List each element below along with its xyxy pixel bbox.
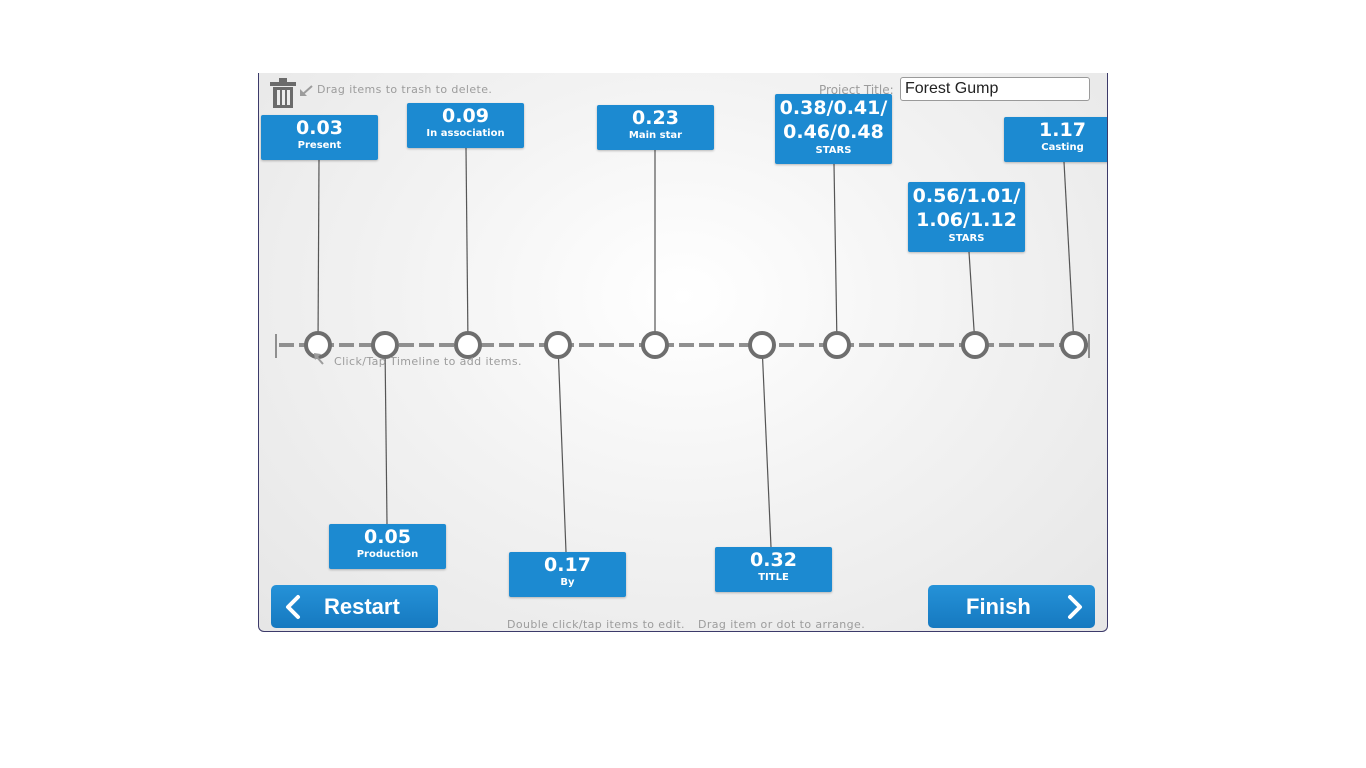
timeline-dot[interactable] [823,331,851,359]
connector-line [557,344,567,553]
connector-line [317,159,320,346]
connector-line [384,344,388,525]
item-label: STARS [815,145,852,156]
arrow-to-timeline-icon [314,353,324,365]
timeline-item-title[interactable]: 0.32 TITLE [715,547,832,592]
trash-icon[interactable] [269,77,297,109]
item-value: 0.03 [296,117,343,139]
item-value: 0.32 [750,549,797,571]
project-title-input[interactable] [900,77,1090,101]
project-title-label: Project Title: [819,83,894,97]
timeline-item-stars-1[interactable]: 0.38/0.41/ 0.46/0.48 STARS [775,94,892,164]
item-label: Present [297,140,342,151]
timeline-dot[interactable] [641,331,669,359]
arrow-to-trash-icon [300,85,313,96]
timeline-canvas [275,147,1090,553]
item-label: By [560,577,575,588]
trash-hint: Drag items to trash to delete. [317,83,493,96]
timeline-item-by[interactable]: 0.17 By [509,552,626,597]
item-value: 0.09 [442,105,489,127]
item-value: 0.05 [364,526,411,548]
item-value: 0.17 [544,554,591,576]
timeline-dot[interactable] [371,331,399,359]
item-value-line2: 1.06/1.12 [916,209,1017,231]
item-label: Main star [628,130,683,141]
item-label: TITLE [758,572,789,583]
timeline-app: Drag items to trash to delete. Project T… [258,73,1108,632]
finish-button[interactable]: Finish [928,585,1095,628]
item-value: 1.17 [1039,119,1086,141]
item-value-line1: 0.38/0.41/ [779,97,888,119]
timeline-item-present[interactable]: 0.03 Present [261,115,378,160]
item-label: Production [356,549,419,560]
timeline-item-in-association[interactable]: 0.09 In association [407,103,524,148]
edit-hint: Double click/tap items to edit. [507,618,685,631]
timeline-dot[interactable] [544,331,572,359]
restart-button[interactable]: Restart [271,585,438,628]
connector-line [1063,161,1075,346]
item-label: In association [426,128,505,139]
timeline-item-main-star[interactable]: 0.23 Main star [597,105,714,150]
connector-line [761,344,772,548]
timeline-dot[interactable] [1060,331,1088,359]
timeline-dot[interactable] [454,331,482,359]
item-value-line1: 0.56/1.01/ [912,185,1021,207]
timeline-item-stars-2[interactable]: 0.56/1.01/ 1.06/1.12 STARS [908,182,1025,252]
chevron-right-icon [1068,595,1082,619]
arrange-hint: Drag item or dot to arrange. [698,618,866,631]
restart-label: Restart [324,594,400,619]
item-value: 0.23 [632,107,679,129]
item-value-line2: 0.46/0.48 [783,121,884,143]
timeline-item-production[interactable]: 0.05 Production [329,524,446,569]
timeline-item-casting[interactable]: 1.17 Casting [1004,117,1107,162]
timeline-hint: Click/Tap Timeline to add items. [334,355,522,368]
finish-label: Finish [966,594,1031,619]
timeline-dot[interactable] [961,331,989,359]
chevron-left-icon [286,595,300,619]
timeline-dot[interactable] [748,331,776,359]
connector-line [465,147,469,346]
connector-line [968,251,976,346]
item-label: Casting [1041,142,1084,153]
connector-line [833,163,838,346]
item-label: STARS [948,233,985,244]
